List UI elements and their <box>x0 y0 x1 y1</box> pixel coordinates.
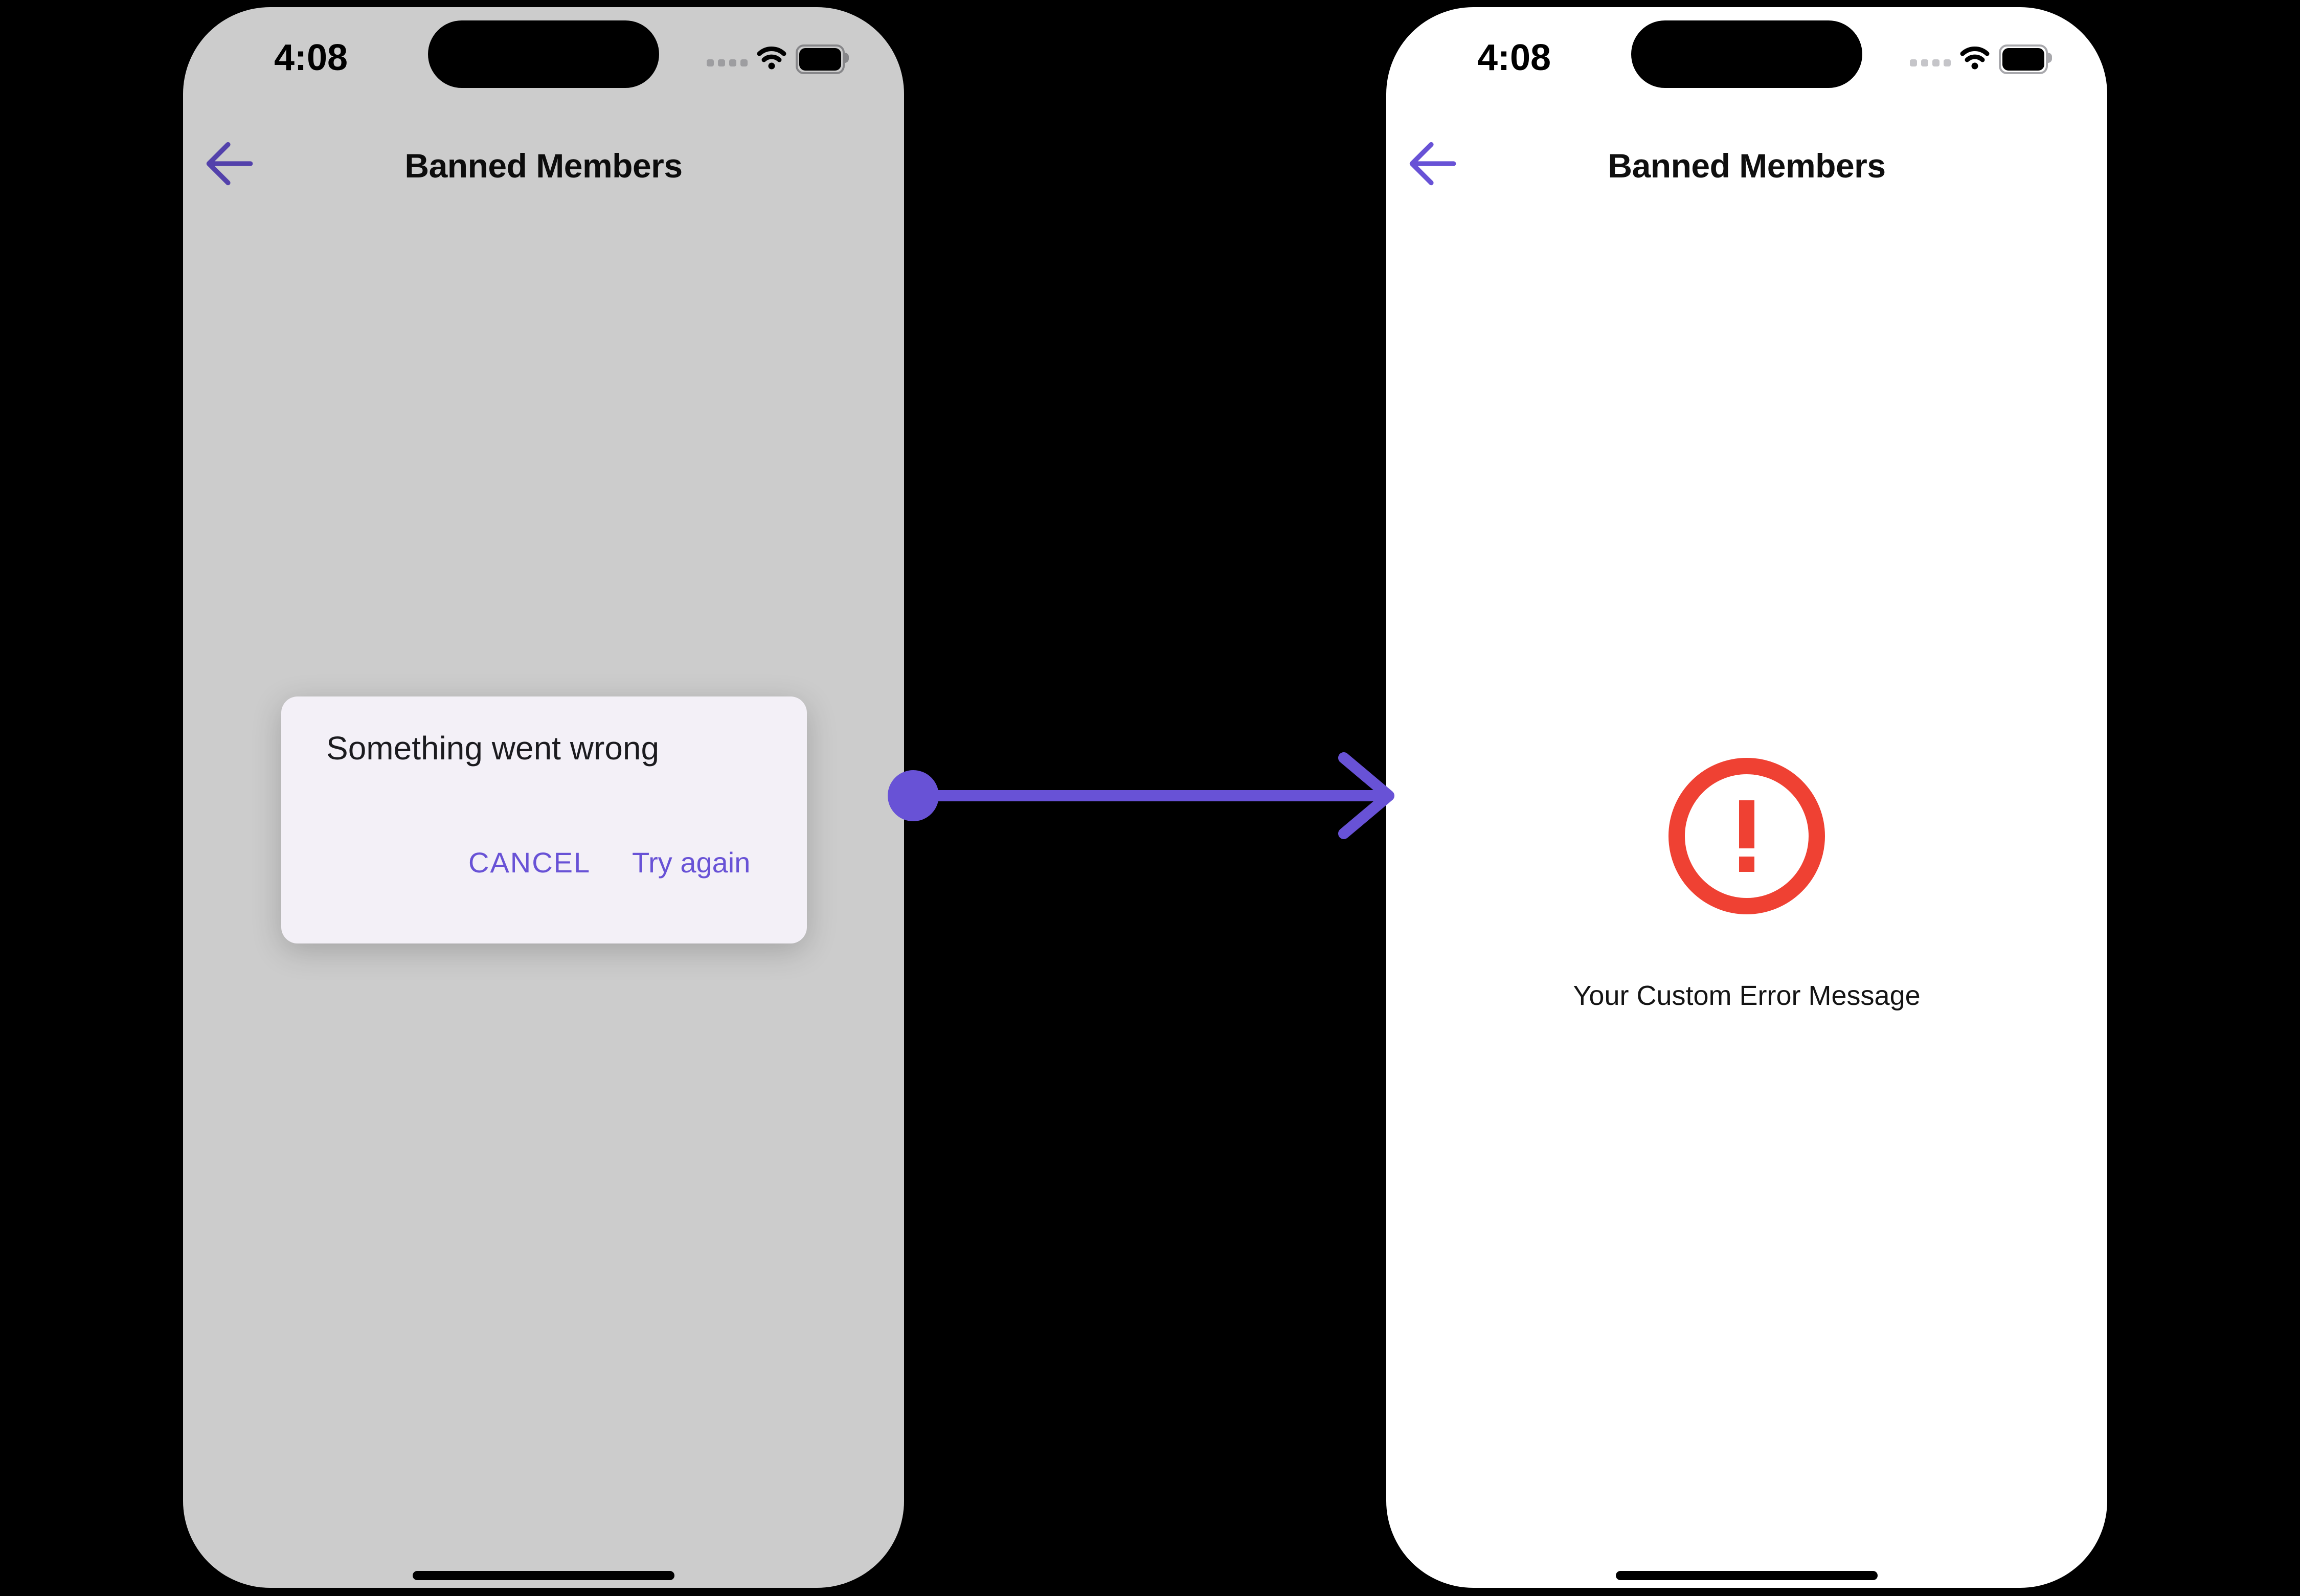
wifi-icon <box>1960 47 1990 70</box>
status-time: 4:08 <box>1477 37 1551 78</box>
home-indicator[interactable] <box>1616 1571 1878 1580</box>
status-icons <box>1910 41 2052 74</box>
dynamic-island <box>428 20 659 88</box>
page-title: Banned Members <box>404 147 683 185</box>
status-icons <box>707 41 849 74</box>
cellular-signal-dots-icon <box>707 59 748 66</box>
exclamation-bar <box>1739 800 1754 848</box>
status-bar: 4:08 <box>183 7 904 109</box>
exclamation-circle-icon <box>1668 758 1825 914</box>
arrow-left-icon <box>1409 142 1456 186</box>
error-message: Your Custom Error Message <box>1573 980 1921 1011</box>
left-phone-screen: 4:08 Banned Members Something went <box>183 7 904 1588</box>
page-title: Banned Members <box>1608 147 1886 185</box>
navigation-header: Banned Members <box>1386 130 2107 212</box>
back-button[interactable] <box>1407 138 1458 189</box>
error-dialog: Something went wrong CANCEL Try again <box>281 696 807 943</box>
exclamation-dot <box>1739 857 1754 872</box>
try-again-button[interactable]: Try again <box>632 846 751 879</box>
wifi-icon <box>757 47 786 70</box>
battery-icon <box>1999 44 2052 74</box>
dialog-title: Something went wrong <box>326 730 660 767</box>
arrow-left-icon <box>206 142 253 186</box>
status-bar: 4:08 <box>1386 7 2107 109</box>
home-indicator[interactable] <box>413 1571 674 1580</box>
navigation-header: Banned Members <box>183 130 904 212</box>
dynamic-island <box>1631 20 1862 88</box>
cancel-button[interactable]: CANCEL <box>468 846 591 879</box>
back-button[interactable] <box>204 138 255 189</box>
status-time: 4:08 <box>274 37 348 78</box>
battery-icon <box>796 44 849 74</box>
cellular-signal-dots-icon <box>1910 59 1951 66</box>
right-phone-screen: 4:08 Banned Members Your Custom <box>1386 7 2107 1588</box>
flow-arrow-right-icon <box>888 752 1394 839</box>
